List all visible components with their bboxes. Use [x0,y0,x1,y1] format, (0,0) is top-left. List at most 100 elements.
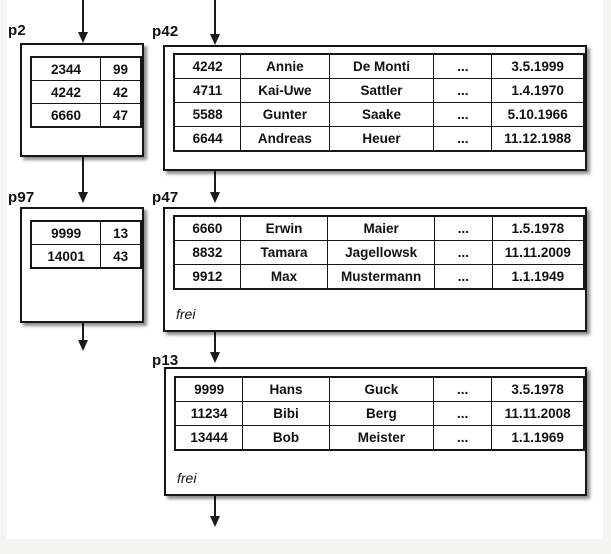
table-row: 6660 Erwin Maier ... 1.5.1978 [173,215,585,241]
table-cell: ... [432,376,493,402]
table-cell: Andreas [240,126,330,152]
arrow-shaft [82,0,84,36]
table-cell: 8832 [173,240,241,265]
table-cell: Gunter [240,102,330,127]
arrow-p2-to-p97 [78,157,88,203]
arrow-shaft [82,157,84,196]
arrow-head [78,192,88,203]
table-cell: Hans [242,376,330,402]
page-label-p47: p47 [152,189,179,206]
arrow-top-to-p2 [78,0,88,43]
table-row: 9999 Hans Guck ... 3.5.1978 [174,376,585,402]
page-p2: 2344 99 4242 42 6660 47 [20,43,144,157]
table-cell: Heuer [328,126,435,152]
table-cell: 11.11.2009 [491,240,585,265]
table-cell: Meister [328,425,434,451]
page-p47-table: 6660 Erwin Maier ... 1.5.1978 8832 Tamar… [173,215,585,290]
table-cell: ... [434,215,493,241]
table-row: 11234 Bibi Berg ... 11.11.2008 [174,401,585,426]
table-row: 13444 Bob Meister ... 1.1.1969 [174,425,585,451]
table-cell: 99 [100,56,142,81]
table-cell: ... [433,78,493,103]
table-row: 8832 Tamara Jagellowsk ... 11.11.2009 [173,240,585,265]
table-cell: ... [432,425,493,451]
table-row: 9912 Max Mustermann ... 1.1.1949 [173,264,585,290]
table-cell: Tamara [239,240,329,265]
table-cell: Berg [328,401,434,426]
arrow-shaft [82,323,84,344]
page-edge-left [0,0,7,554]
table-cell: 6660 [30,103,102,128]
table-cell: 5.10.1966 [491,102,585,127]
arrow-p13-out [210,496,220,527]
page-label-p2: p2 [8,22,26,39]
table-cell: Max [239,264,329,290]
table-cell: 3.5.1999 [491,53,585,79]
table-cell: 6660 [173,215,241,241]
table-cell: 1.1.1949 [491,264,585,290]
page-p47: 6660 Erwin Maier ... 1.5.1978 8832 Tamar… [163,207,587,332]
table-cell: 2344 [30,56,102,81]
table-row: 4242 42 [30,80,142,104]
page-label-p97: p97 [8,189,35,206]
page-p97-table: 9999 13 14001 43 [30,220,142,269]
page-p42-table: 4242 Annie De Monti ... 3.5.1999 4711 Ka… [173,53,585,152]
arrow-shaft [214,0,216,38]
table-row: 4242 Annie De Monti ... 3.5.1999 [173,53,585,79]
table-cell: 42 [100,80,142,104]
table-cell: 13 [100,220,142,245]
table-cell: 1.5.1978 [491,215,585,241]
table-cell: 9999 [174,376,244,402]
table-cell: ... [434,264,493,290]
table-cell: ... [434,240,493,265]
arrow-shaft [214,332,216,356]
table-cell: Mustermann [327,264,436,290]
table-cell: Erwin [239,215,329,241]
table-cell: 11.11.2008 [491,401,585,426]
table-row: 6644 Andreas Heuer ... 11.12.1988 [173,126,585,152]
page-label-p13: p13 [152,352,179,369]
table-cell: 47 [100,103,142,128]
page-p13: 9999 Hans Guck ... 3.5.1978 11234 Bibi B… [164,367,587,496]
table-cell: 11.12.1988 [491,126,585,152]
table-cell: 13444 [174,425,244,451]
table-cell: 6644 [173,126,242,152]
table-cell: Annie [240,53,330,79]
table-cell: Jagellowsk [327,240,436,265]
page-p2-table: 2344 99 4242 42 6660 47 [30,56,142,128]
table-cell: ... [433,126,493,152]
table-cell: ... [433,102,493,127]
table-cell: 9999 [30,220,102,245]
table-cell: ... [432,401,493,426]
table-cell: De Monti [328,53,435,79]
arrow-shaft [214,496,216,520]
arrow-head [78,340,88,351]
arrow-head [78,32,88,43]
arrow-shaft [214,171,216,196]
table-cell: Bibi [242,401,330,426]
table-cell: Kai-Uwe [240,78,330,103]
arrow-head [210,352,220,363]
table-cell: 43 [100,244,142,269]
arrow-head [210,516,220,527]
page-edge-right [603,0,611,554]
table-cell: Guck [328,376,434,402]
table-cell: 1.1.1969 [491,425,585,451]
table-cell: 3.5.1978 [491,376,585,402]
table-row: 6660 47 [30,103,142,128]
table-row: 2344 99 [30,56,142,81]
page-label-p42: p42 [152,23,179,40]
table-row: 4711 Kai-Uwe Sattler ... 1.4.1970 [173,78,585,103]
table-cell: 4242 [173,53,242,79]
table-cell: 11234 [174,401,244,426]
free-space-label: frei [177,470,197,486]
arrow-p97-out [78,323,88,351]
arrow-p42-to-p47 [210,171,220,203]
arrow-head [210,34,220,45]
page-edge-bottom [0,539,611,554]
table-cell: 14001 [30,244,102,269]
table-cell: Bob [242,425,330,451]
arrow-head [210,192,220,203]
table-row: 5588 Gunter Saake ... 5.10.1966 [173,102,585,127]
